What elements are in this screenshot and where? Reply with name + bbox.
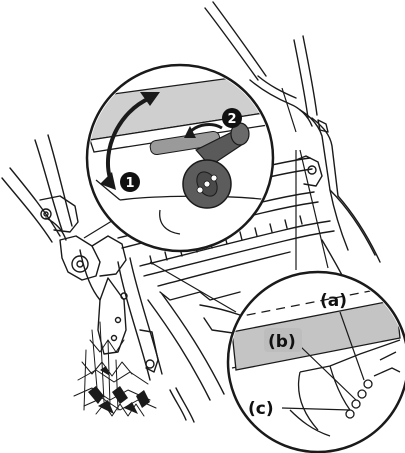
callout-a-label: (a)	[320, 291, 347, 311]
left-handle	[2, 135, 72, 242]
step-2-number: 2	[227, 112, 236, 127]
grass-shading	[88, 366, 150, 414]
callout-c-label: (c)	[248, 399, 274, 419]
step-1-number: 1	[125, 176, 134, 191]
inset-bottom-connector-side	[300, 150, 328, 268]
step-2-badge: 2	[222, 108, 242, 128]
callout-b-label: (b)	[268, 332, 296, 352]
step-1-badge: 1	[120, 172, 140, 192]
